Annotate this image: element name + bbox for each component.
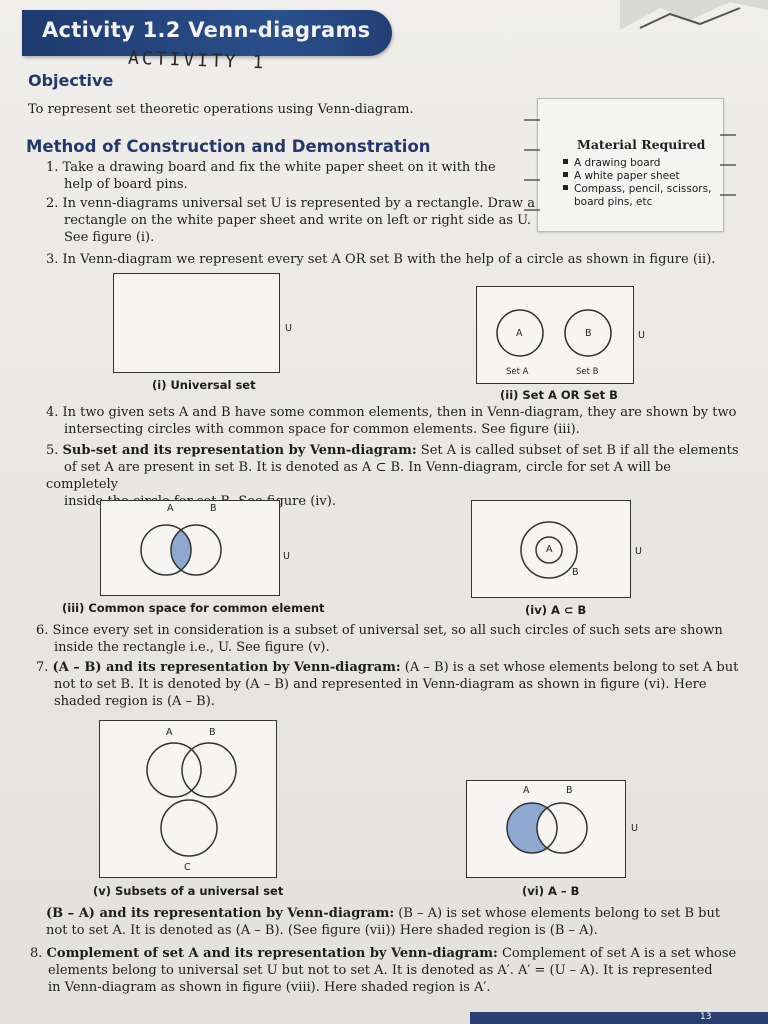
label-a: A	[516, 328, 523, 339]
label-a: A	[166, 727, 173, 738]
label-b: B	[210, 503, 217, 514]
step-text: intersecting circles with common space f…	[64, 422, 580, 437]
activity-banner	[22, 10, 392, 56]
material-item: board pins, etc	[574, 196, 653, 208]
step-8: 8. Complement of set A and its represent…	[30, 945, 746, 996]
label-a: A	[167, 503, 174, 514]
step-text: help of board pins.	[64, 177, 188, 192]
material-required-box	[537, 98, 724, 232]
step-text: Set A is called subset of set B if all t…	[416, 443, 739, 458]
venn-three-circles	[146, 742, 237, 857]
figure-universal-set	[113, 273, 280, 373]
notebook-binding-icon	[720, 134, 736, 196]
step-number: 8.	[30, 946, 43, 961]
step-5: 5. Sub-set and its representation by Ven…	[46, 442, 746, 510]
step-text: In venn-diagrams universal set U is repr…	[62, 196, 535, 211]
venn-a-minus-b	[506, 802, 588, 854]
para-text: (B – A) is set whose elements belong to …	[394, 906, 721, 921]
step-text: (A – B) is a set whose elements belong t…	[400, 660, 739, 675]
venn-nested-circles	[520, 521, 578, 579]
label-set-a: Set A	[506, 367, 529, 377]
label-u: U	[635, 546, 642, 557]
step-number: 4.	[46, 405, 59, 420]
label-c: C	[184, 862, 191, 873]
step-text: in Venn-diagram as shown in figure (viii…	[48, 980, 491, 995]
step-bold: Sub-set and its representation by Venn-d…	[62, 443, 417, 458]
label-u: U	[631, 823, 638, 834]
venn-intersecting-circles	[140, 524, 222, 576]
label-set-b: Set B	[576, 367, 599, 377]
paragraph-b-minus-a: (B – A) and its representation by Venn-d…	[46, 905, 746, 939]
step-number: 2.	[46, 196, 59, 211]
step-text: not to set B. It is denoted by (A – B) a…	[54, 677, 707, 692]
label-b: B	[209, 727, 216, 738]
step-4: 4. In two given sets A and B have some c…	[46, 404, 746, 438]
step-6: 6. Since every set in consideration is a…	[36, 622, 746, 656]
para-text: not to set A. It is denoted as (A – B). …	[46, 923, 598, 938]
decorative-corner-icon	[620, 0, 768, 30]
activity-title: Activity 1.2 Venn-diagrams	[42, 18, 371, 42]
material-list: A drawing board A white paper sheet Comp…	[563, 157, 711, 209]
label-u: U	[638, 330, 645, 341]
material-item: A drawing board	[563, 157, 711, 170]
step-number: 1.	[46, 160, 59, 175]
material-item: Compass, pencil, scissors,	[563, 183, 711, 196]
label-a: A	[523, 785, 530, 796]
step-bold: (A – B) and its representation by Venn-d…	[52, 660, 401, 675]
step-1: 1. Take a drawing board and fix the whit…	[46, 159, 526, 193]
figure-caption: (iv) A ⊂ B	[525, 603, 587, 617]
footer-bar	[470, 1012, 768, 1024]
bullet-icon	[563, 185, 568, 190]
para-bold: (B – A) and its representation by Venn-d…	[46, 906, 395, 921]
step-text: shaded region is (A – B).	[54, 694, 215, 709]
step-number: 5.	[46, 443, 59, 458]
objective-heading: Objective	[28, 71, 114, 90]
step-text: Since every set in consideration is a su…	[52, 623, 723, 638]
bullet-icon	[563, 172, 568, 177]
step-text: In two given sets A and B have some comm…	[62, 405, 737, 420]
label-b: B	[585, 328, 592, 339]
label-a: A	[546, 544, 553, 555]
step-text: In Venn-diagram we represent every set A…	[62, 252, 716, 267]
step-text: inside the rectangle i.e., U. See figure…	[54, 640, 330, 655]
step-3: 3. In Venn-diagram we represent every se…	[46, 251, 746, 268]
step-number: 6.	[36, 623, 49, 638]
step-2: 2. In venn-diagrams universal set U is r…	[46, 195, 536, 246]
material-title: Material Required	[577, 137, 706, 152]
objective-text: To represent set theoretic operations us…	[28, 102, 414, 117]
label-b: B	[572, 567, 579, 578]
step-number: 3.	[46, 252, 59, 267]
bullet-icon	[563, 159, 568, 164]
figure-subset	[471, 500, 631, 598]
figure-caption: (v) Subsets of a universal set	[93, 884, 284, 898]
label-b: B	[566, 785, 573, 796]
step-text: Complement of set A is a set whose	[497, 946, 737, 961]
step-text: Take a drawing board and fix the white p…	[62, 160, 496, 175]
figure-caption: (iii) Common space for common element	[62, 601, 325, 615]
step-text: elements belong to universal set U but n…	[48, 963, 713, 978]
figure-label-u: U	[285, 323, 292, 334]
figure-set-a-or-b	[476, 286, 634, 384]
step-bold: Complement of set A and its representati…	[46, 946, 498, 961]
page-number: 13	[700, 1012, 712, 1022]
material-item: A white paper sheet	[563, 170, 711, 183]
method-heading: Method of Construction and Demonstration	[26, 137, 431, 156]
step-text: of set A are present in set B. It is den…	[46, 460, 671, 492]
handwritten-note: ACTIVITY 1	[127, 47, 267, 74]
venn-two-separate-circles	[496, 309, 612, 357]
step-7: 7. (A – B) and its representation by Ven…	[36, 659, 746, 710]
step-text: rectangle on the white paper sheet and w…	[64, 213, 532, 228]
notebook-binding-icon	[524, 119, 540, 211]
figure-caption: (vi) A – B	[522, 884, 580, 898]
step-text: See figure (i).	[64, 230, 155, 245]
figure-caption: (i) Universal set	[152, 378, 256, 392]
step-number: 7.	[36, 660, 49, 675]
figure-caption: (ii) Set A OR Set B	[500, 388, 618, 402]
label-u: U	[283, 551, 290, 562]
